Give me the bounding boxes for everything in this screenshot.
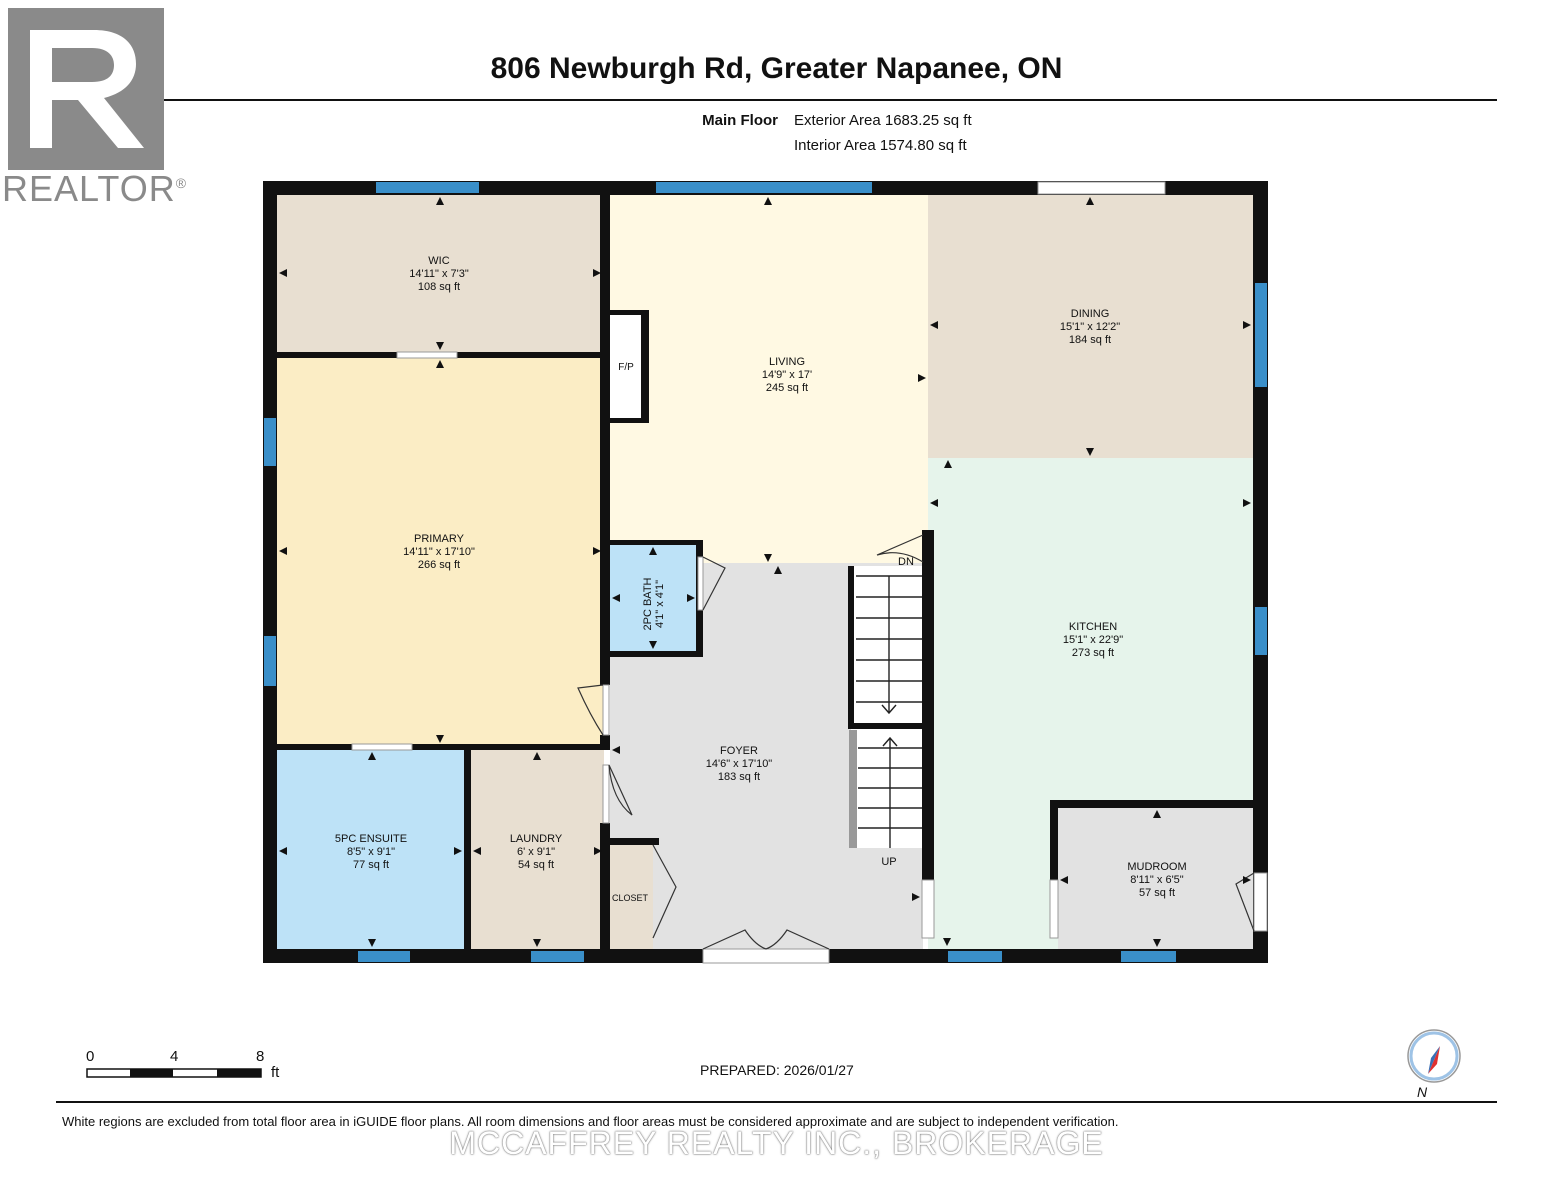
room-name: 2PC BATH bbox=[642, 577, 654, 630]
scale-tick-0: 0 bbox=[86, 1048, 95, 1065]
compass-north-label: N bbox=[1417, 1084, 1428, 1100]
fireplace-label: F/P bbox=[618, 362, 634, 373]
scale-bar bbox=[86, 1068, 262, 1078]
stair-rail bbox=[849, 730, 857, 848]
stairs-area bbox=[851, 566, 923, 848]
room-name: WIC bbox=[428, 255, 449, 267]
room-area: 77 sq ft bbox=[353, 859, 389, 871]
room-area: 57 sq ft bbox=[1139, 887, 1175, 899]
prepared-date: PREPARED: 2026/01/27 bbox=[700, 1062, 854, 1078]
room-name: 5PC ENSUITE bbox=[335, 833, 407, 845]
room-area: 184 sq ft bbox=[1069, 334, 1111, 346]
stairs-up-label: UP bbox=[881, 856, 896, 868]
room-dims: 8'11" x 6'5" bbox=[1130, 874, 1183, 886]
dimension-arrows bbox=[279, 197, 1251, 947]
windows bbox=[264, 182, 1267, 962]
room-fill-primary bbox=[277, 358, 603, 745]
stairs bbox=[856, 575, 922, 848]
room-name: FOYER bbox=[720, 745, 758, 757]
floor-label: Main Floor bbox=[702, 112, 778, 129]
realtor-logo-text: REALTOR® bbox=[2, 168, 188, 209]
scale-tick-8: 8 bbox=[256, 1048, 265, 1065]
exterior-area: Exterior Area 1683.25 sq ft bbox=[794, 112, 972, 129]
interior-area: Interior Area 1574.80 sq ft bbox=[794, 137, 967, 154]
stairs-down-label: DN bbox=[898, 556, 914, 568]
brokerage-watermark: MCCAFFREY REALTY INC., BROKERAGE bbox=[449, 1125, 1104, 1161]
closet-label: CLOSET bbox=[612, 893, 649, 903]
room-name: DINING bbox=[1071, 308, 1110, 320]
room-area: 108 sq ft bbox=[418, 281, 460, 293]
room-name: MUDROOM bbox=[1127, 861, 1186, 873]
room-fill-bath bbox=[610, 544, 698, 651]
window bbox=[264, 636, 276, 686]
room-dims: 14'9" x 17' bbox=[762, 369, 812, 381]
room-fill-mudroom bbox=[1058, 808, 1253, 949]
room-name: PRIMARY bbox=[414, 533, 465, 545]
room-fill-wic bbox=[277, 195, 603, 353]
fireplace-area bbox=[610, 313, 646, 420]
window bbox=[1121, 951, 1176, 962]
room-area: 54 sq ft bbox=[518, 859, 554, 871]
scale-tick-4: 4 bbox=[170, 1048, 179, 1065]
door-swings bbox=[577, 534, 1255, 950]
footer-divider bbox=[56, 1101, 1497, 1103]
room-name: KITCHEN bbox=[1069, 621, 1117, 633]
window bbox=[1255, 607, 1267, 655]
room-fill-closet bbox=[610, 845, 653, 949]
room-dims: 15'1" x 22'9" bbox=[1063, 634, 1123, 646]
room-name: LIVING bbox=[769, 356, 805, 368]
room-dims: 15'1" x 12'2" bbox=[1060, 321, 1120, 333]
header-divider bbox=[56, 99, 1497, 101]
door-openings bbox=[351, 181, 1268, 964]
window bbox=[1255, 283, 1267, 387]
room-fill-laundry bbox=[471, 750, 604, 949]
room-dims: 14'6" x 17'10" bbox=[706, 758, 773, 770]
window bbox=[531, 951, 584, 962]
room-fill-dining bbox=[928, 195, 1253, 458]
room-dims: 14'11" x 7'3" bbox=[409, 268, 469, 280]
room-label-bath: 2PC BATH4'1" x 4'1" bbox=[642, 577, 666, 630]
room-dims: 14'11" x 17'10" bbox=[403, 546, 475, 558]
scale-unit: ft bbox=[271, 1064, 280, 1081]
room-area: 245 sq ft bbox=[766, 382, 808, 394]
disclaimer-text: White regions are excluded from total fl… bbox=[62, 1114, 1119, 1129]
room-dims: 4'1" x 4'1" bbox=[654, 580, 666, 628]
room-dims: 6' x 9'1" bbox=[517, 846, 555, 858]
room-fill-living bbox=[610, 195, 928, 565]
room-fill-ensuite bbox=[277, 750, 464, 949]
room-area: 183 sq ft bbox=[718, 771, 760, 783]
realtor-logo-icon bbox=[8, 8, 164, 170]
window bbox=[948, 951, 1002, 962]
room-dims: 8'5" x 9'1" bbox=[347, 846, 395, 858]
room-area: 266 sq ft bbox=[418, 559, 460, 571]
room-name: LAUNDRY bbox=[510, 833, 563, 845]
window bbox=[376, 182, 479, 193]
window bbox=[264, 418, 276, 466]
compass-icon bbox=[1407, 1029, 1461, 1083]
property-address-title: 806 Newburgh Rd, Greater Napanee, ON bbox=[490, 52, 1063, 85]
window bbox=[656, 182, 872, 193]
room-area: 273 sq ft bbox=[1072, 647, 1114, 659]
window bbox=[358, 951, 410, 962]
